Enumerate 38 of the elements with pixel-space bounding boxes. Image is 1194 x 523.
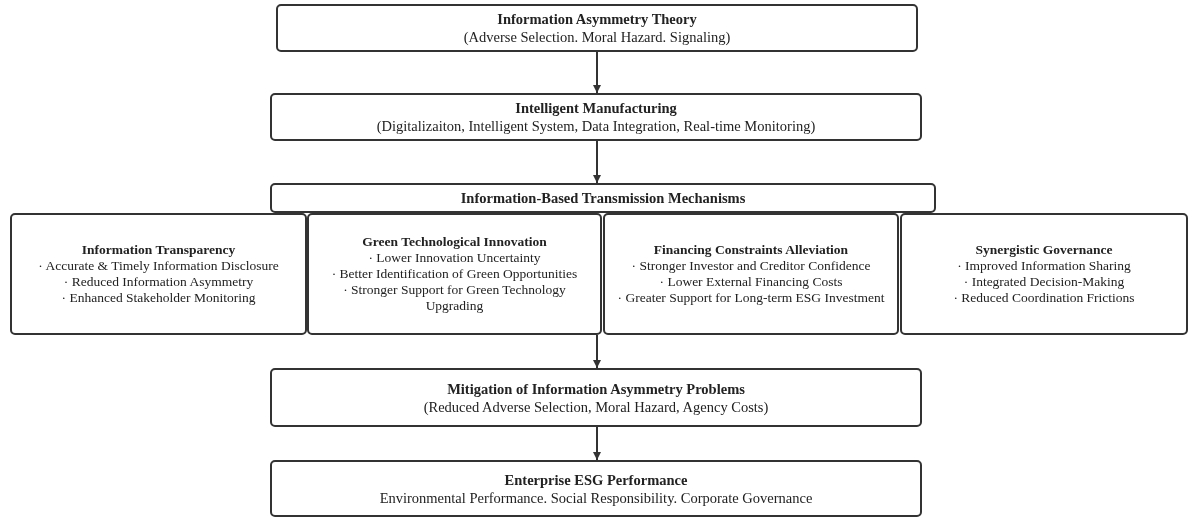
bullet-item: · Lower External Financing Costs <box>659 274 843 290</box>
arrow <box>593 426 601 461</box>
header-box <box>270 183 936 213</box>
bullet-item: · Enhanced Stakeholder Monitoring <box>61 290 256 306</box>
arrow <box>593 51 601 94</box>
box-description: (Adverse Selection. Moral Hazard. Signaling) <box>463 28 731 46</box>
box-heading: Synergistic Governance <box>975 242 1113 258</box>
bullet-item: · Greater Support for Long-term ESG Investment <box>617 290 885 306</box>
process-box <box>270 368 922 427</box>
arrow <box>593 140 601 184</box>
box-heading: Mitigation of Information Asymmetry Problems <box>447 379 745 398</box>
mechanism-box <box>900 213 1188 335</box>
box-description: (Digitalizaiton, Intelligent System, Data Integration, Real-time Monitoring) <box>376 117 816 135</box>
bullet-item: · Integrated Decision-Making <box>963 274 1125 290</box>
box-description: (Reduced Adverse Selection, Moral Hazard, Agency Costs) <box>423 397 769 416</box>
mechanism-box <box>307 213 602 335</box>
bullet-item: · Lower Innovation Uncertainty <box>368 250 541 266</box>
outcome-box <box>270 460 922 517</box>
mechanism-box <box>603 213 899 335</box>
box-heading: Information-Based Transmission Mechanisms <box>460 189 746 207</box>
bullet-item: · Stronger Investor and Creditor Confidence <box>631 258 871 274</box>
box-heading: Information Transparency <box>81 242 236 258</box>
mechanism-box <box>10 213 307 335</box>
bullet-item: · Reduced Information Asymmetry <box>63 274 254 290</box>
arrow <box>593 334 601 369</box>
bullet-item: · Better Identification of Green Opportunities <box>331 266 578 282</box>
box-heading: Green Technological Innovation <box>362 234 547 250</box>
box-heading: Financing Constraints Alleviation <box>653 242 849 258</box>
box-heading: Intelligent Manufacturing <box>515 99 677 117</box>
bullet-item: · Reduced Coordination Frictions <box>953 290 1135 306</box>
box-description: Environmental Performance. Social Responsibility. Corporate Governance <box>379 488 813 507</box>
box-heading: Information Asymmetry Theory <box>497 10 697 28</box>
process-box <box>270 93 922 141</box>
bullet-item: · Accurate & Timely Information Disclosure <box>38 258 279 274</box>
theory-box <box>276 4 918 52</box>
bullet-item: · Stronger Support for Green Technology Upgrading <box>342 282 567 314</box>
box-heading: Enterprise ESG Performance <box>504 470 688 489</box>
bullet-item: · Improved Information Sharing <box>957 258 1131 274</box>
